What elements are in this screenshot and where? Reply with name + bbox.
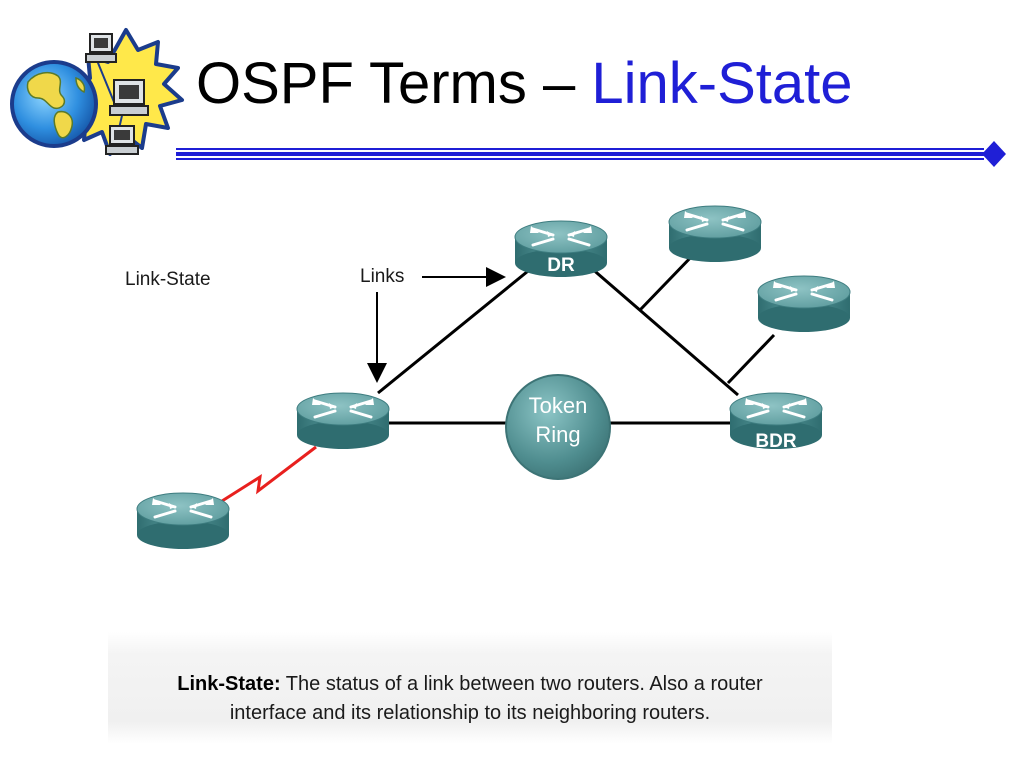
globe-icon — [10, 60, 98, 148]
definition-term: Link-State: — [177, 673, 281, 695]
diamond-icon — [982, 141, 1006, 167]
token-ring-label-line1: Token — [529, 393, 588, 418]
title-main: OSPF Terms – — [196, 51, 592, 116]
diagram-heading: Link-State — [125, 269, 211, 290]
serial-link — [221, 445, 317, 503]
definition-text: Link-State: The status of a link between… — [108, 670, 832, 728]
computer-icon — [105, 125, 139, 155]
router-left — [295, 391, 391, 451]
router-bottom-left — [135, 491, 231, 551]
computer-icon — [85, 33, 117, 63]
link-left-to-dr — [377, 265, 534, 395]
link-branch-middle-right — [726, 333, 776, 385]
bdr-label: BDR — [755, 431, 796, 452]
dr-label: DR — [547, 255, 575, 276]
page-title: OSPF Terms – Link-State — [196, 44, 853, 124]
link-dr-to-bdr — [589, 265, 739, 397]
definition-caption: Link-State: The status of a link between… — [108, 632, 832, 744]
link-branch-top-right — [638, 251, 697, 312]
title-rule — [176, 141, 1006, 167]
definition-line-2: interface and its relationship to its ne… — [229, 702, 711, 724]
token-ring — [505, 374, 611, 480]
token-ring-label-line2: Ring — [535, 422, 580, 447]
definition-line-1: The status of a link between two routers… — [280, 673, 763, 695]
router-top-right — [667, 204, 763, 264]
links-label: Links — [360, 266, 404, 287]
network-globe-logo — [10, 28, 184, 156]
ospf-diagram: Link-State Links DR BDR Token Ring — [125, 204, 852, 551]
title-accent: Link-State — [591, 51, 853, 116]
router-middle-right — [756, 274, 852, 334]
computer-icon — [109, 79, 149, 116]
